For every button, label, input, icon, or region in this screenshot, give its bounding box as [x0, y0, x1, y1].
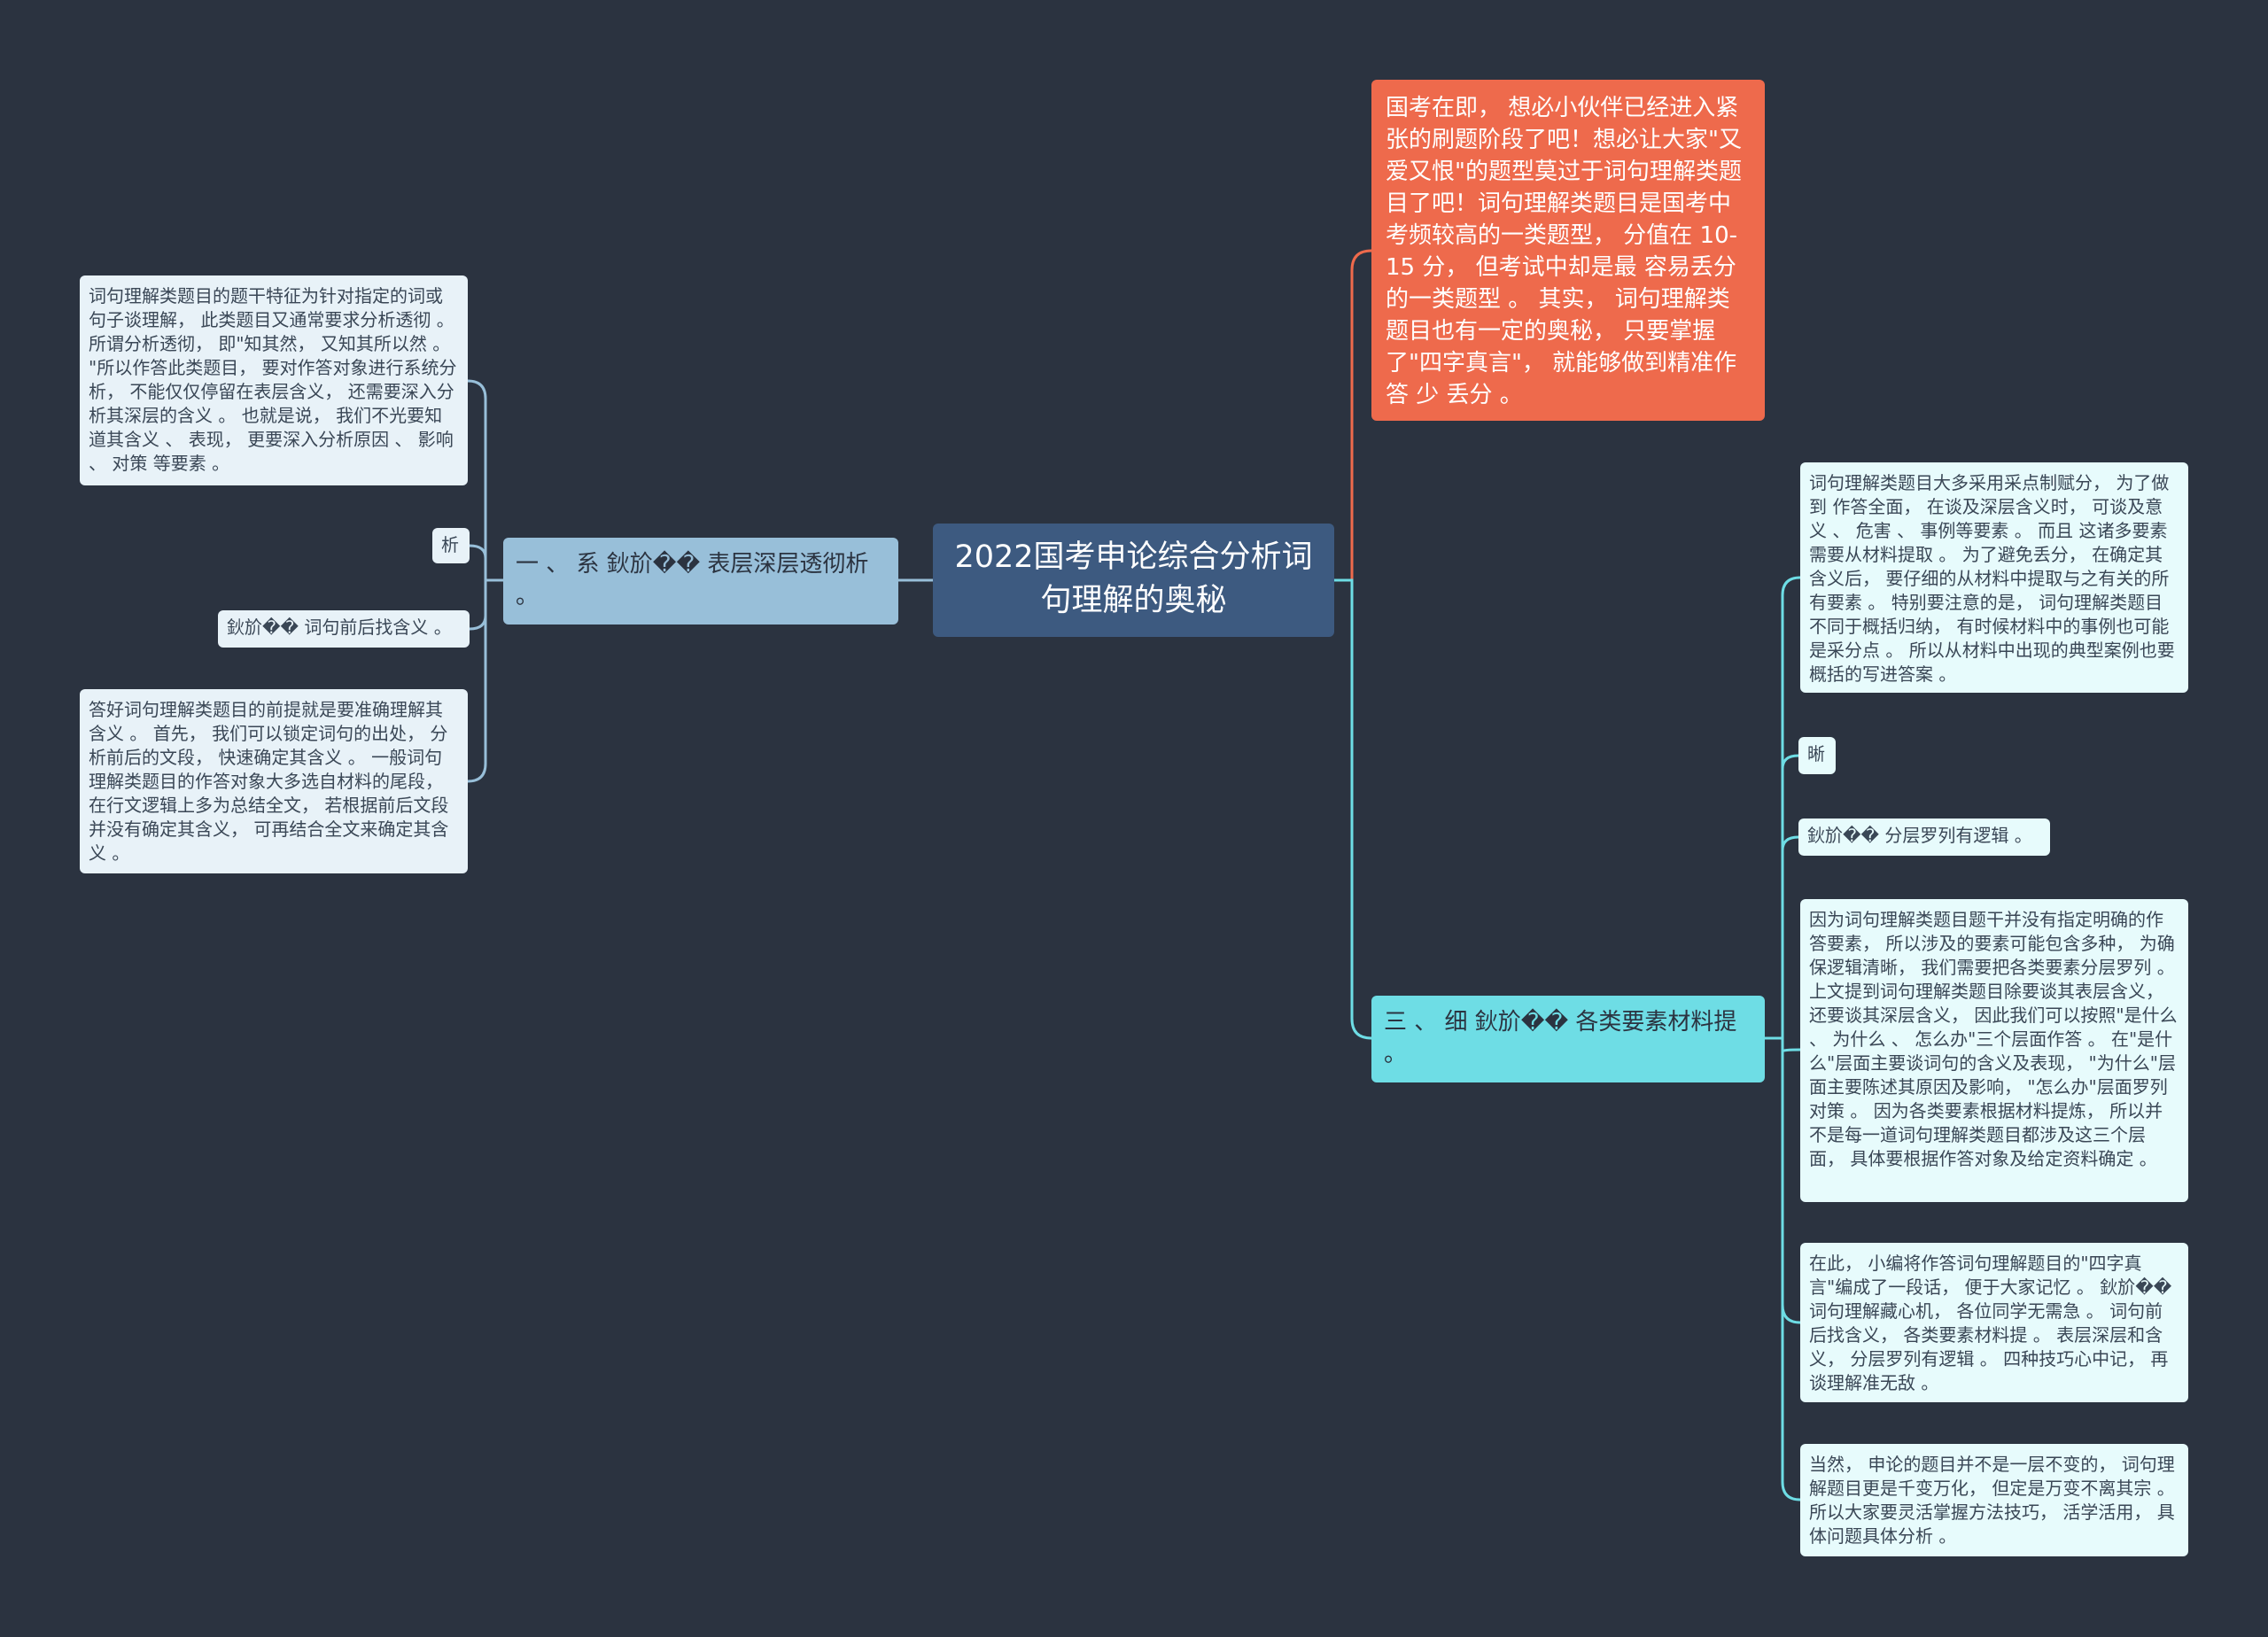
right-leaf-logic-layers[interactable]: 鈥斺�� 分层罗列有逻辑 。: [1798, 818, 2050, 856]
left-leaf-surface-deep[interactable]: 词句理解类题目的题干特征为针对指定的词或句子谈理解， 此类题目又通常要求分析透彻…: [80, 275, 468, 485]
left-leaf-4-text: 答好词句理解类题目的前提就是要准确理解其含义 。 首先， 我们可以锁定词句的出处…: [89, 699, 449, 864]
left-leaf-understand-meaning[interactable]: 答好词句理解类题目的前提就是要准确理解其含义 。 首先， 我们可以锁定词句的出处…: [80, 689, 468, 873]
link-root-intro: [1334, 249, 1372, 582]
branch-left-label: 一 、 系 鈥斺�� 表层深层透彻析 。: [516, 551, 869, 609]
link-right-child-6: [1765, 1036, 1801, 1501]
link-right-child-2: [1765, 754, 1799, 1040]
right-leaf-4-text: 因为词句理解类题目题干并没有指定明确的作答要素， 所以涉及的要素可能包含多种， …: [1809, 909, 2178, 1169]
right-leaf-three-levels[interactable]: 因为词句理解类题目题干并没有指定明确的作答要素， 所以涉及的要素可能包含多种， …: [1800, 899, 2188, 1202]
right-leaf-5-text: 在此， 小编将作答词句理解题目的"四字真言"编成了一段话， 便于大家记忆 。 鈥…: [1809, 1253, 2172, 1393]
right-leaf-2-text: 晰: [1807, 743, 1825, 764]
link-left-child-2: [469, 544, 503, 582]
left-leaf-find-meaning[interactable]: 鈥斺�� 词句前后找含义 。: [218, 610, 470, 648]
left-leaf-xi[interactable]: 析: [432, 528, 470, 563]
right-leaf-xi[interactable]: 晰: [1798, 737, 1836, 774]
intro-topic-text: 国考在即， 想必小伙伴已经进入紧张的刷题阶段了吧！想必让大家"又爱又恨"的题型莫…: [1386, 95, 1742, 408]
link-left-child-1: [467, 379, 503, 582]
intro-topic[interactable]: 国考在即， 想必小伙伴已经进入紧张的刷题阶段了吧！想必让大家"又爱又恨"的题型莫…: [1371, 80, 1765, 421]
branch-right-label: 三 、 细 鈥斺�� 各类要素材料提 。: [1384, 1009, 1737, 1067]
left-leaf-2-text: 析: [441, 534, 459, 555]
right-leaf-flexible-use[interactable]: 当然， 申论的题目并不是一层不变的， 词句理解题目更是千变万化， 但定是万变不离…: [1800, 1444, 2188, 1556]
branch-right-topic[interactable]: 三 、 细 鈥斺�� 各类要素材料提 。: [1371, 996, 1765, 1082]
right-leaf-3-text: 鈥斺�� 分层罗列有逻辑 。: [1807, 825, 2032, 846]
link-right-child-3: [1765, 835, 1799, 1040]
link-left-child-4: [467, 578, 503, 783]
left-leaf-3-text: 鈥斺�� 词句前后找含义 。: [227, 617, 452, 638]
root-topic-label: 2022国考申论综合分析词句理解的奥秘: [954, 539, 1313, 618]
right-leaf-1-text: 词句理解类题目大多采用采点制赋分， 为了做到 作答全面， 在谈及深层含义时， 可…: [1809, 472, 2175, 685]
right-leaf-scoring-points[interactable]: 词句理解类题目大多采用采点制赋分， 为了做到 作答全面， 在谈及深层含义时， 可…: [1800, 462, 2188, 693]
link-root-branch-right: [1334, 578, 1372, 1040]
right-leaf-6-text: 当然， 申论的题目并不是一层不变的， 词句理解题目更是千变万化， 但定是万变不离…: [1809, 1454, 2175, 1547]
link-right-child-1: [1765, 576, 1801, 1040]
branch-left-topic[interactable]: 一 、 系 鈥斺�� 表层深层透彻析 。: [503, 538, 898, 625]
root-topic[interactable]: 2022国考申论综合分析词句理解的奥秘: [933, 524, 1334, 637]
left-leaf-1-text: 词句理解类题目的题干特征为针对指定的词或句子谈理解， 此类题目又通常要求分析透彻…: [89, 285, 457, 474]
right-leaf-four-word-mantra[interactable]: 在此， 小编将作答词句理解题目的"四字真言"编成了一段话， 便于大家记忆 。 鈥…: [1800, 1243, 2188, 1402]
